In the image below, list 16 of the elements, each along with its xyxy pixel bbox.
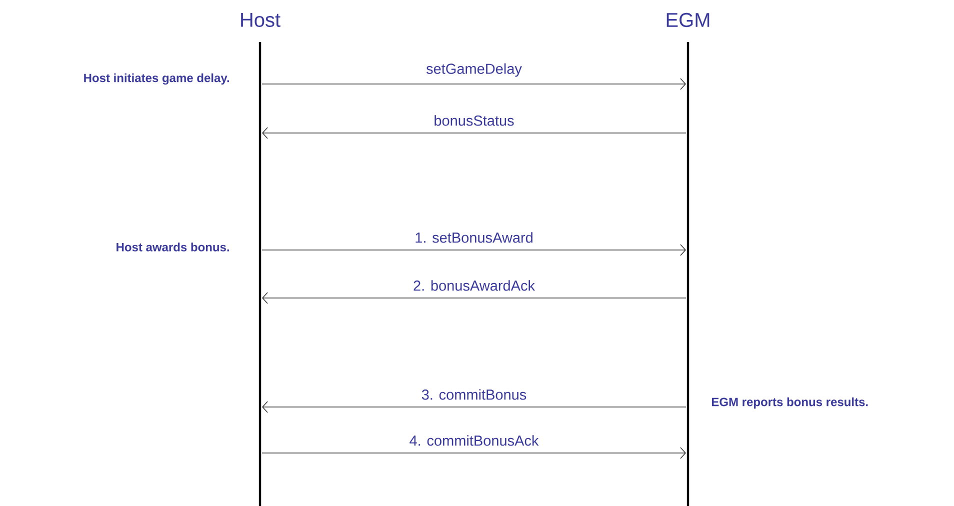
edge-label: bonusStatus xyxy=(434,115,514,126)
edge-label: 4. commitBonusAck xyxy=(410,435,539,446)
edge-label: setGameDelay xyxy=(426,63,522,77)
edge-label: 3. commitBonus xyxy=(422,389,526,400)
participant-name: Host xyxy=(241,13,280,27)
message-arrow xyxy=(262,244,686,256)
message-arrow xyxy=(262,127,686,139)
message-arrow xyxy=(262,78,686,90)
message-arrow xyxy=(262,292,686,304)
note: Host awards bonus. xyxy=(116,242,229,252)
message-arrow xyxy=(262,401,686,413)
edge-label: 2. bonusAwardAck xyxy=(414,280,535,291)
message-arrow xyxy=(262,447,686,459)
edge-label: 1. setBonusAward xyxy=(416,232,532,243)
note: Host initiates game delay. xyxy=(84,73,229,85)
participant-name: EGM xyxy=(666,12,710,28)
